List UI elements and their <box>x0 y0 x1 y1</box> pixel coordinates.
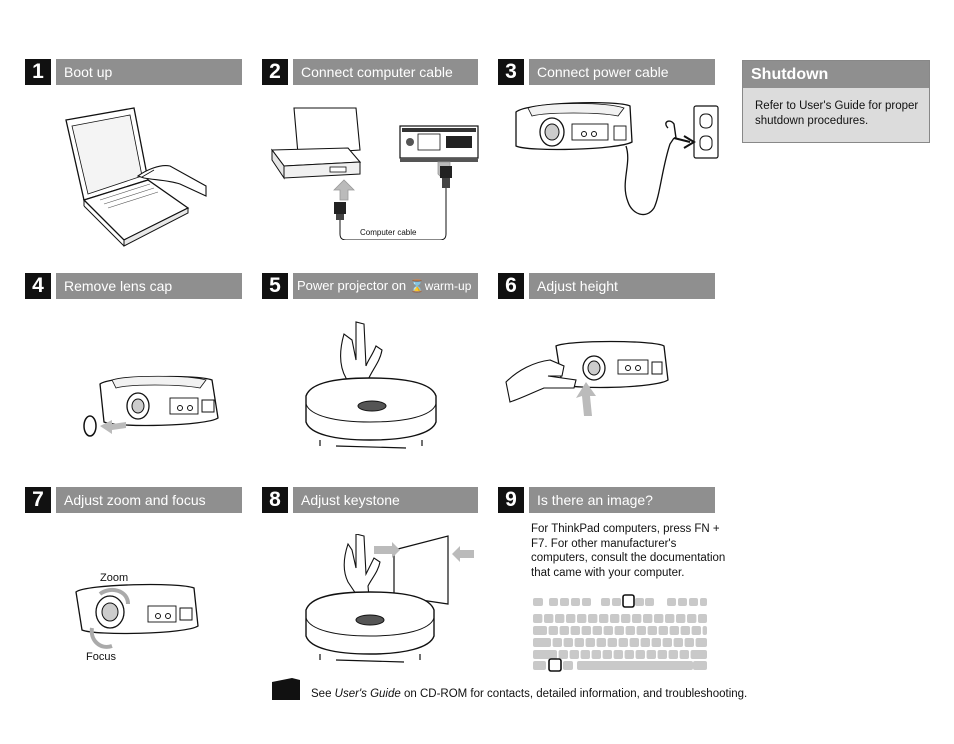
step-2-title: Connect computer cable <box>293 59 478 85</box>
keyboard-illustration <box>533 594 707 672</box>
lens-cap-illustration <box>83 375 219 437</box>
step-5-number: 5 <box>262 273 288 299</box>
footer-note: See User's Guide on CD-ROM for contacts,… <box>272 676 747 700</box>
shutdown-body: Refer to User's Guide for proper shutdow… <box>755 100 919 127</box>
step-7-number: 7 <box>25 487 51 513</box>
laptop-boot-illustration <box>65 107 207 247</box>
step-1-title: Boot up <box>56 59 242 85</box>
adjust-height-illustration <box>505 340 669 416</box>
step-6-title: Adjust height <box>529 273 715 299</box>
step-4-number: 4 <box>25 273 51 299</box>
step-5-title-text: Power projector on <box>297 278 407 293</box>
step-8-title: Adjust keystone <box>293 487 478 513</box>
step-8-header: 8 Adjust keystone <box>262 487 478 513</box>
step-6-number: 6 <box>498 273 524 299</box>
step-9-instructions: For ThinkPad computers, press FN + F7. F… <box>531 523 726 579</box>
step-5-title: Power projector on ⌛warm-up <box>293 273 478 299</box>
keystone-illustration <box>305 534 474 663</box>
computer-cable-illustration <box>270 107 479 240</box>
footer-text: See User's Guide on CD-ROM for contacts,… <box>311 688 747 700</box>
power-on-illustration <box>305 321 437 449</box>
step-5-warmup-text: warm-up <box>424 279 472 293</box>
step-4-header: 4 Remove lens cap <box>25 273 242 299</box>
step-1-number: 1 <box>25 59 51 85</box>
step-4-title: Remove lens cap <box>56 273 242 299</box>
step-2-header: 2 Connect computer cable <box>262 59 478 85</box>
footer-prefix: See <box>311 688 335 700</box>
step-9-header: 9 Is there an image? <box>498 487 715 513</box>
step-9-title: Is there an image? <box>529 487 715 513</box>
hourglass-icon: ⌛ <box>409 279 425 293</box>
step-9-number: 9 <box>498 487 524 513</box>
step-8-number: 8 <box>262 487 288 513</box>
step-3-number: 3 <box>498 59 524 85</box>
step-1-header: 1 Boot up <box>25 59 242 85</box>
step-6-header: 6 Adjust height <box>498 273 715 299</box>
step-3-header: 3 Connect power cable <box>498 59 715 85</box>
focus-label: Focus <box>86 651 116 663</box>
step-5-header: 5 Power projector on ⌛warm-up <box>262 273 478 299</box>
footer-suffix: on CD-ROM for contacts, detailed informa… <box>400 688 748 700</box>
power-cable-illustration <box>515 101 719 216</box>
step-7-header: 7 Adjust zoom and focus <box>25 487 242 513</box>
footer-guide-title: User's Guide <box>334 688 401 700</box>
book-icon <box>272 678 300 700</box>
step-3-title: Connect power cable <box>529 59 715 85</box>
shutdown-title: Shutdown <box>743 61 929 88</box>
step-7-title: Adjust zoom and focus <box>56 487 242 513</box>
shutdown-box: Shutdown Refer to User's Guide for prope… <box>742 60 930 143</box>
computer-cable-label: Computer cable <box>360 228 417 237</box>
step-2-number: 2 <box>262 59 288 85</box>
zoom-focus-illustration <box>75 583 199 649</box>
zoom-label: Zoom <box>100 572 129 584</box>
